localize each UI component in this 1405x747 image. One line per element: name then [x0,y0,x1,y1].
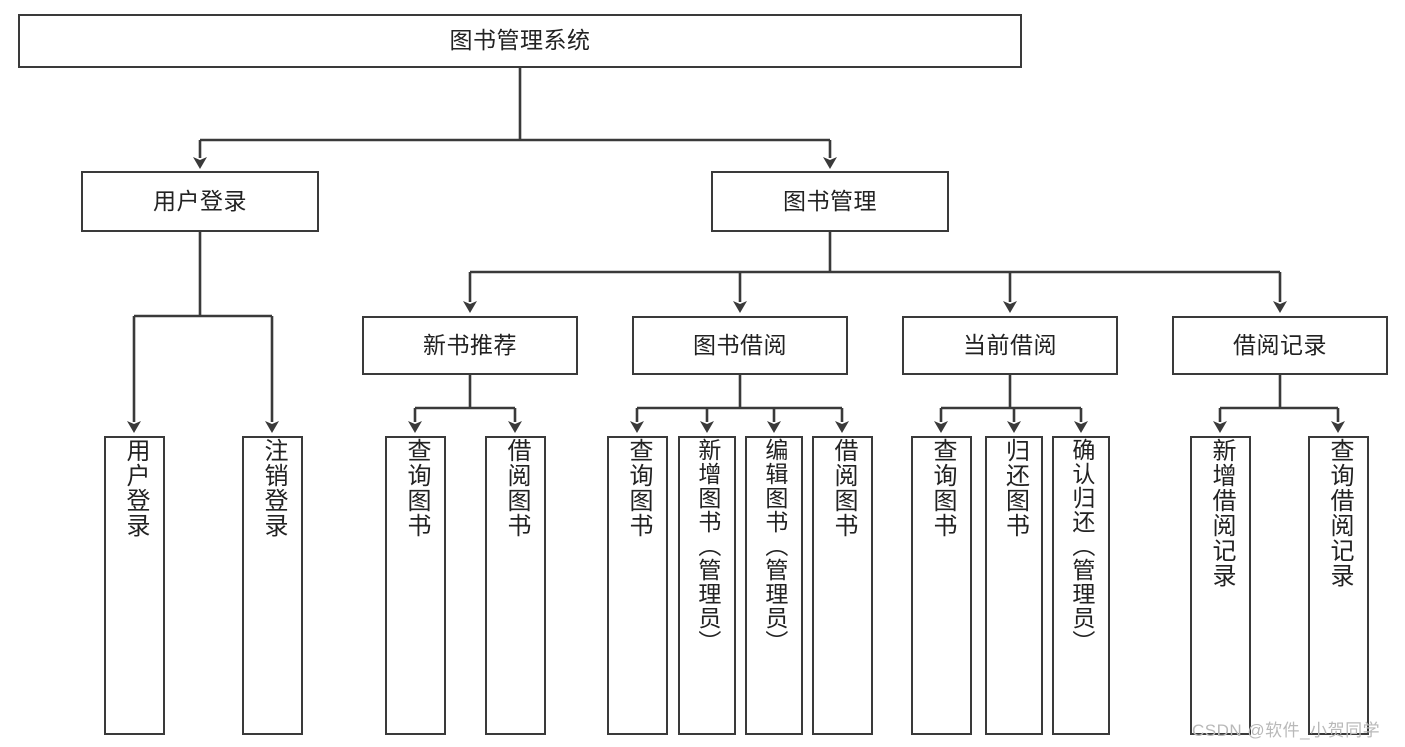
node-leaf-borrow-book-1-label: 借阅图书 [502,438,530,538]
node-user-login-label: 用户登录 [153,187,247,214]
node-leaf-add-record[interactable]: 新增借阅记录 [1190,436,1251,735]
node-leaf-borrow-book-1[interactable]: 借阅图书 [485,436,546,735]
node-book-borrow[interactable]: 图书借阅 [632,316,848,375]
node-leaf-query-book-3[interactable]: 查询图书 [911,436,972,735]
node-leaf-user-logout[interactable]: 注销登录 [242,436,303,735]
node-leaf-add-book-label: 新增图书（管理员） [694,438,721,654]
node-leaf-add-record-label: 新增借阅记录 [1207,438,1235,588]
node-root-label: 图书管理系统 [449,27,591,54]
node-leaf-confirm-return-label: 确认归还（管理员） [1068,438,1095,654]
node-leaf-query-book-1-label: 查询图书 [402,438,430,538]
node-current-borrow[interactable]: 当前借阅 [902,316,1118,375]
node-leaf-query-record-label: 查询借阅记录 [1325,438,1353,588]
node-leaf-return-book[interactable]: 归还图书 [985,436,1043,735]
node-leaf-query-record[interactable]: 查询借阅记录 [1308,436,1369,735]
node-borrow-records[interactable]: 借阅记录 [1172,316,1388,375]
node-user-login[interactable]: 用户登录 [81,171,319,232]
node-leaf-borrow-book-2-label: 借阅图书 [829,438,857,538]
node-book-manage-label: 图书管理 [783,187,877,214]
node-leaf-query-book-2-label: 查询图书 [624,438,652,538]
node-leaf-confirm-return[interactable]: 确认归还（管理员） [1052,436,1110,735]
node-leaf-add-book[interactable]: 新增图书（管理员） [678,436,736,735]
node-leaf-query-book-1[interactable]: 查询图书 [385,436,446,735]
node-leaf-edit-book[interactable]: 编辑图书（管理员） [745,436,803,735]
node-leaf-return-book-label: 归还图书 [1001,438,1029,538]
node-leaf-user-login[interactable]: 用户登录 [104,436,165,735]
node-leaf-user-logout-label: 注销登录 [259,438,287,538]
node-book-manage[interactable]: 图书管理 [711,171,949,232]
node-leaf-query-book-2[interactable]: 查询图书 [607,436,668,735]
node-leaf-borrow-book-2[interactable]: 借阅图书 [812,436,873,735]
node-root[interactable]: 图书管理系统 [18,14,1022,68]
node-leaf-query-book-3-label: 查询图书 [928,438,956,538]
node-leaf-edit-book-label: 编辑图书（管理员） [761,438,788,654]
node-new-book-recommend-label: 新书推荐 [423,331,517,358]
node-current-borrow-label: 当前借阅 [963,331,1057,358]
node-leaf-user-login-label: 用户登录 [121,438,149,538]
node-book-borrow-label: 图书借阅 [693,331,787,358]
node-borrow-records-label: 借阅记录 [1233,331,1327,358]
node-new-book-recommend[interactable]: 新书推荐 [362,316,578,375]
